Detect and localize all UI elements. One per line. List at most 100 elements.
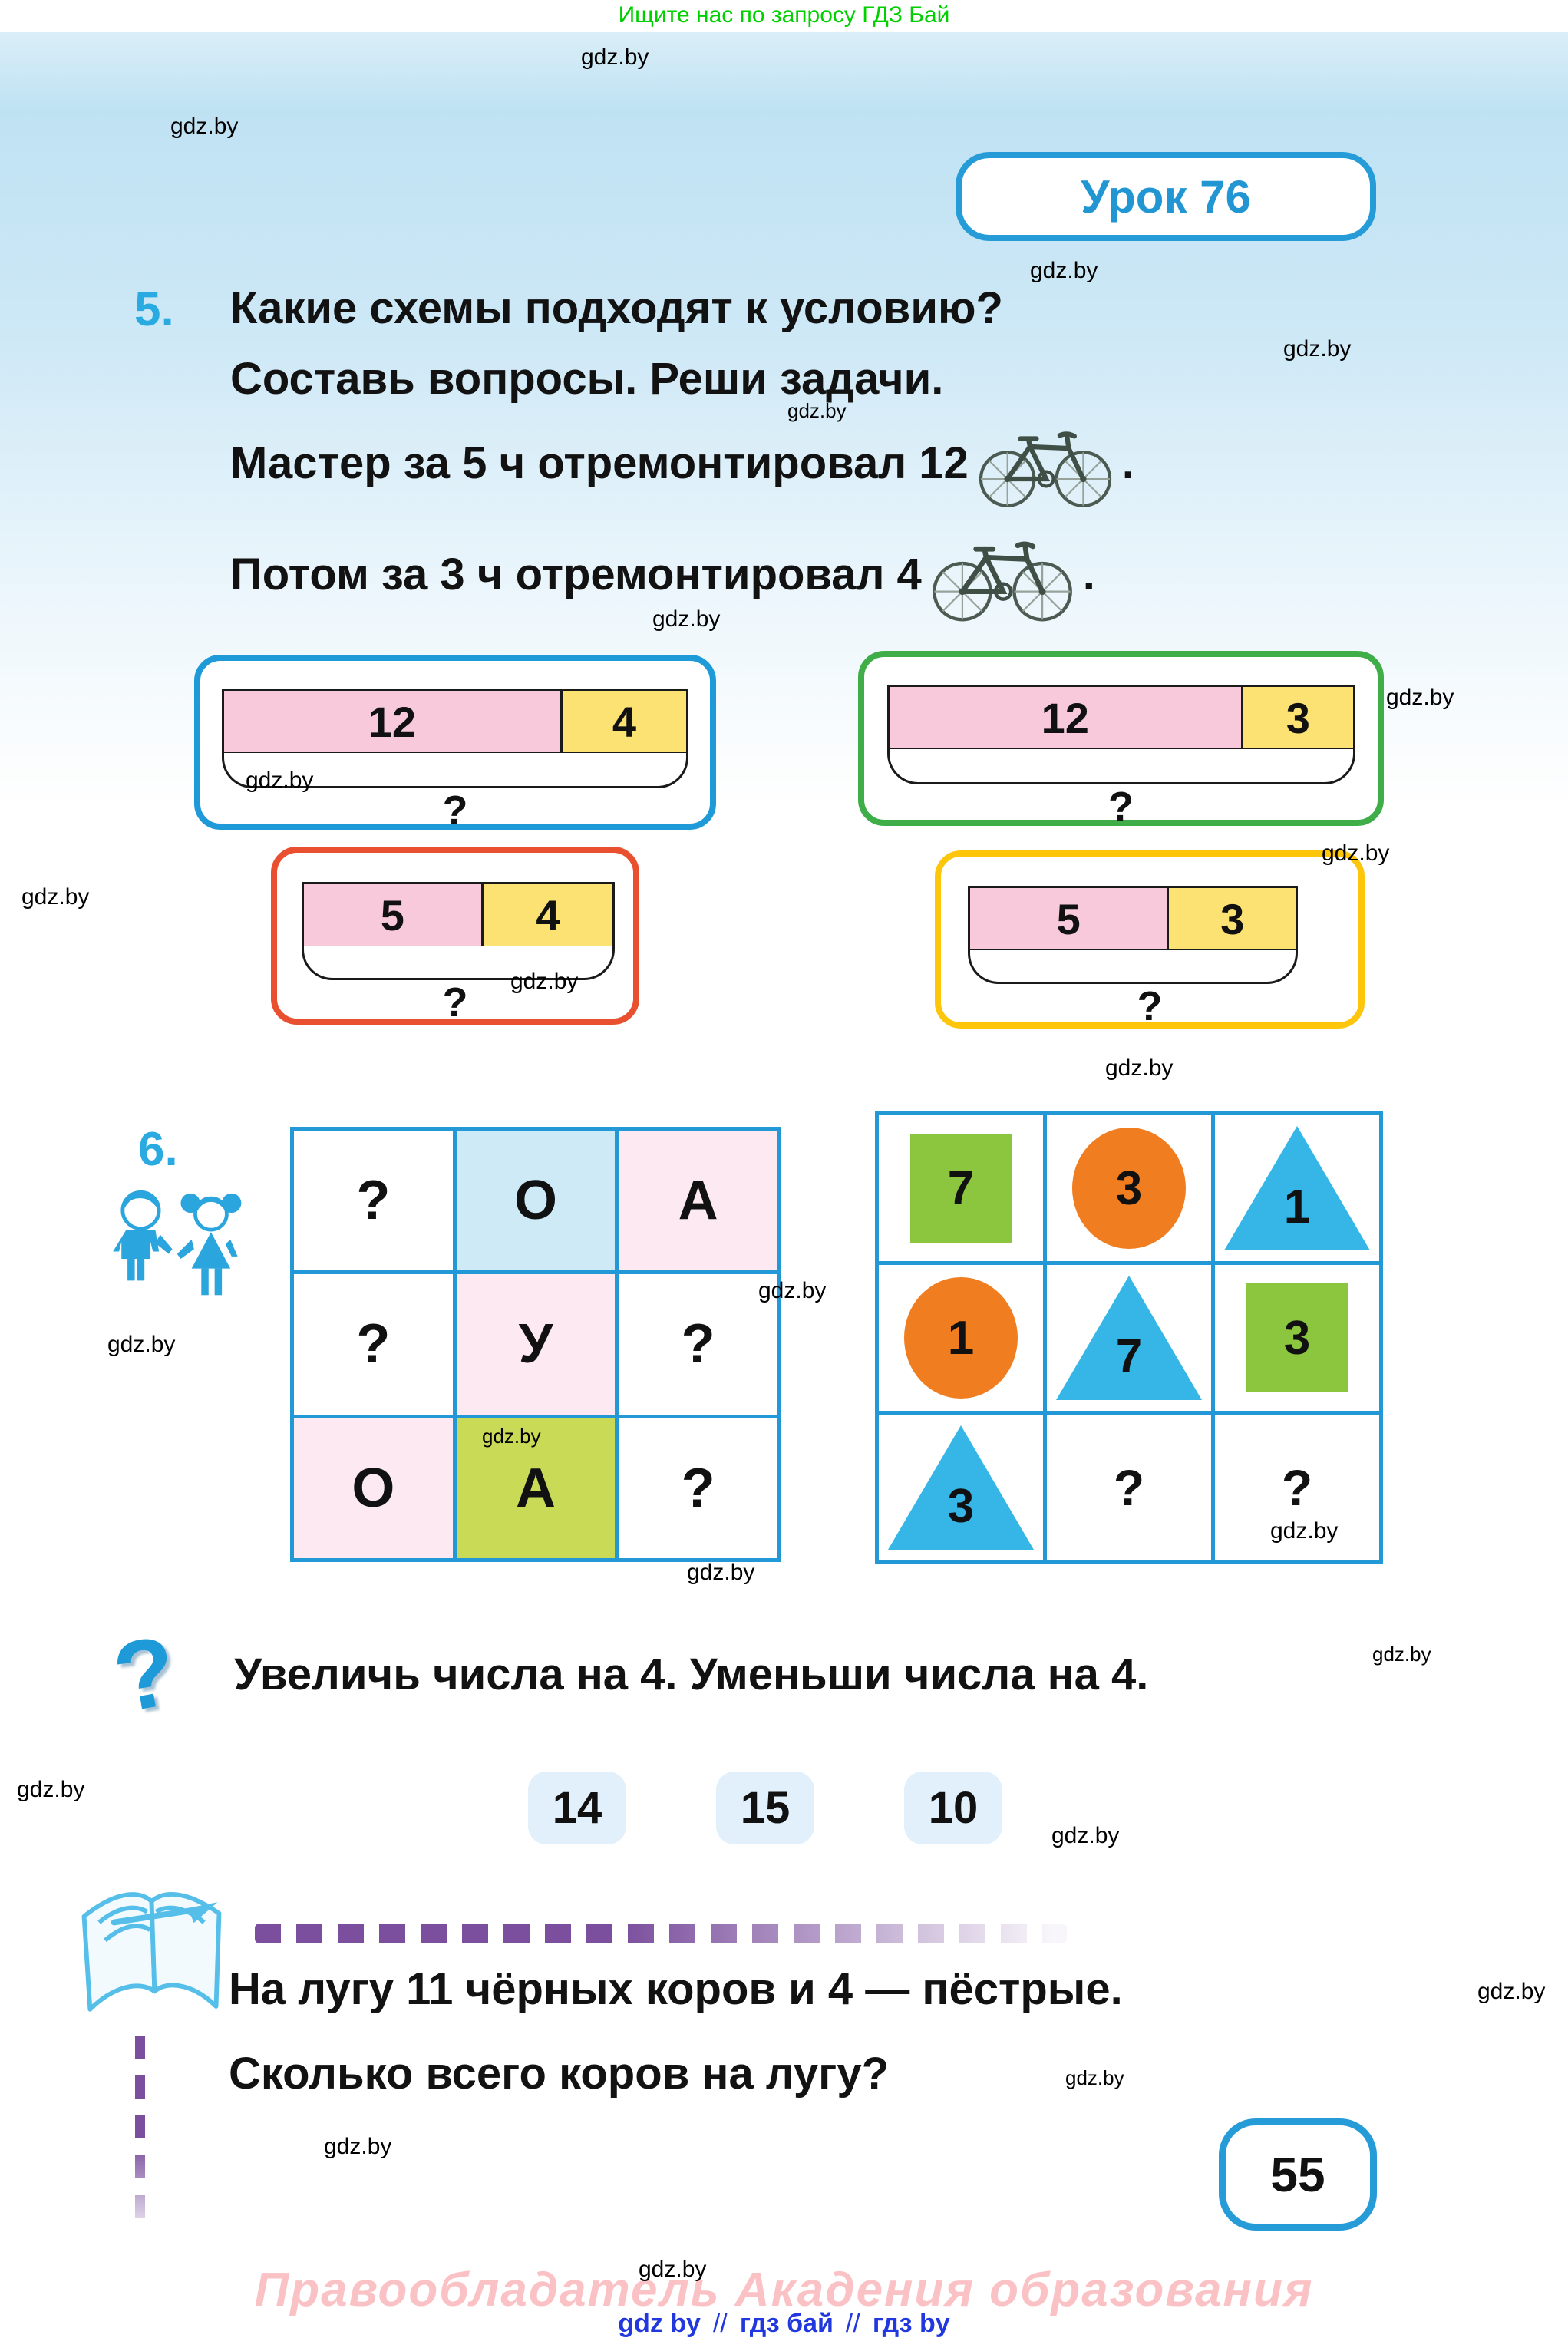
shape-cell: 7 [879,1115,1043,1261]
letter-cell: У [456,1274,616,1415]
schema-diagram-5-4: 5 4 ? [271,847,639,1025]
problem5-line1: Какие схемы подходят к условию? [230,283,1003,333]
lesson-badge: Урок 76 [956,152,1376,241]
footer-link-gdz-by2[interactable]: гдз by [872,2309,950,2338]
homework-line2: Сколько всего коров на лугу? [229,2049,890,2099]
letter-cell: ? [619,1274,777,1415]
schema-part1: 12 [887,685,1243,751]
dashed-divider-fade [134,2036,147,2229]
letter-cell: ? [619,1418,777,1558]
number-chip: 14 [528,1772,626,1844]
link-separator: // [712,2309,728,2338]
shape-cell: 3 [879,1415,1043,1560]
question-mark-icon: ? [106,1615,185,1734]
gdz-watermark: gdz.by [758,1278,827,1303]
schema-diagram-12-3: 12 3 ? [858,651,1384,830]
dashed-divider-fade [255,1922,1068,1945]
gdz-watermark: gdz.by [1477,1979,1546,2004]
page-number-badge: 55 [1219,2118,1377,2231]
gdz-watermark: gdz.by [1270,1518,1339,1544]
shape-cell: 7 [1047,1265,1211,1411]
shape-cell: 3 [1215,1265,1379,1411]
shape-cell: 1 [1215,1115,1379,1261]
gdz-watermark: gdz.by [1030,258,1098,283]
gdz-watermark: gdz.by [510,969,579,994]
schema-part1: 12 [222,689,563,755]
schema-total-question: ? [442,788,468,834]
letter-cell: О [456,1131,616,1271]
gdz-watermark: gdz.by [107,1332,176,1357]
question-cell: ? [1281,1459,1313,1516]
page-number: 55 [1270,2147,1325,2202]
total-bracket [968,950,1298,984]
gdz-watermark: gdz.by [687,1560,755,1585]
footer-link-gdz-bai[interactable]: гдз бай [739,2309,834,2338]
gdz-watermark: gdz.by [482,1425,541,1448]
problem5-line2: Составь вопросы. Реши задачи. [230,354,944,404]
blue-triangle-shape: 3 [888,1425,1034,1550]
letter-cell: А [456,1418,616,1558]
schema-part2: 4 [562,689,688,755]
gdz-watermark: gdz.by [1386,685,1454,710]
problem5-task1: Мастер за 5 ч отремонтировал 12 . [230,414,1134,511]
gdz-watermark: gdz.by [1283,336,1352,362]
schema-diagram-5-3: 5 3 ? [935,850,1365,1029]
schema-total-question: ? [1108,784,1134,830]
schema-part2: 4 [483,882,615,948]
schema-total-question: ? [442,979,468,1025]
letter-cell: А [619,1131,777,1271]
schema-part2: 3 [1169,886,1298,952]
promo-banner: Ищите нас по запросу ГДЗ Бай [0,0,1568,32]
green-square-shape: 3 [1246,1283,1348,1392]
children-icon [113,1190,242,1296]
problem5-task2: Потом за 3 ч отремонтировал 4 . [230,523,1095,626]
total-bracket [222,753,688,788]
sentence-period: . [1121,438,1134,488]
orange-circle-shape: 1 [904,1277,1018,1399]
question-task-text: Увеличь числа на 4. Уменьши числа на 4. [234,1649,1149,1699]
shape-cell: ? [1215,1415,1379,1560]
schema-total-question: ? [1137,983,1163,1029]
problem6-number: 6. [138,1123,178,1176]
problem5-task2-text: Потом за 3 ч отремонтировал 4 [230,550,922,599]
shape-pattern-grid: 7 3 1 1 7 3 3 ? ? [875,1111,1383,1564]
gdz-watermark: gdz.by [639,2257,707,2282]
schema-part1: 5 [968,886,1170,952]
total-bracket [302,946,615,980]
gdz-watermark: gdz.by [1051,1823,1120,1848]
gdz-watermark: gdz.by [1322,840,1390,866]
gdz-watermark: gdz.by [246,768,314,793]
letter-pattern-grid: ? О А ? У ? О А ? [290,1127,781,1562]
question-cell: ? [1113,1459,1145,1516]
shape-cell: 1 [879,1265,1043,1411]
total-bracket [887,749,1355,784]
copyright-watermark: Правообладатель Акадения образования [254,2264,1314,2317]
footer-link-gdz-by[interactable]: gdz by [618,2309,701,2338]
bicycle-image [979,431,1111,507]
gdz-watermark: gdz.by [324,2134,392,2159]
gdz-watermark: gdz.by [1105,1055,1174,1081]
promo-banner-text: Ищите нас по запросу ГДЗ Бай [618,2,950,28]
sentence-period: . [1082,550,1095,599]
gdz-watermark: gdz.by [21,884,90,910]
link-separator: // [845,2309,860,2338]
green-square-shape: 7 [910,1134,1012,1243]
schema-part2: 3 [1243,685,1355,751]
problem5-task1-text: Мастер за 5 ч отремонтировал 12 [230,438,969,488]
footer-links: gdz by // гдз бай // гдз by [0,2309,1568,2338]
orange-circle-shape: 3 [1072,1128,1186,1249]
problem5-number: 5. [134,283,174,336]
schema-part1: 5 [302,882,484,948]
notebook-pencil-icon [81,1892,222,2012]
number-chip: 15 [716,1772,814,1844]
gdz-watermark: gdz.by [581,45,649,70]
gdz-watermark: gdz.by [1372,1643,1431,1666]
homework-line1: На лугу 11 чёрных коров и 4 — пёстрые. [229,1964,1123,2014]
blue-triangle-shape: 1 [1224,1126,1370,1250]
letter-cell: ? [294,1131,453,1271]
gdz-watermark: gdz.by [652,606,721,632]
gdz-watermark: gdz.by [1065,2066,1124,2089]
lesson-badge-label: Урок 76 [1081,170,1251,223]
bicycle-image [932,541,1072,622]
